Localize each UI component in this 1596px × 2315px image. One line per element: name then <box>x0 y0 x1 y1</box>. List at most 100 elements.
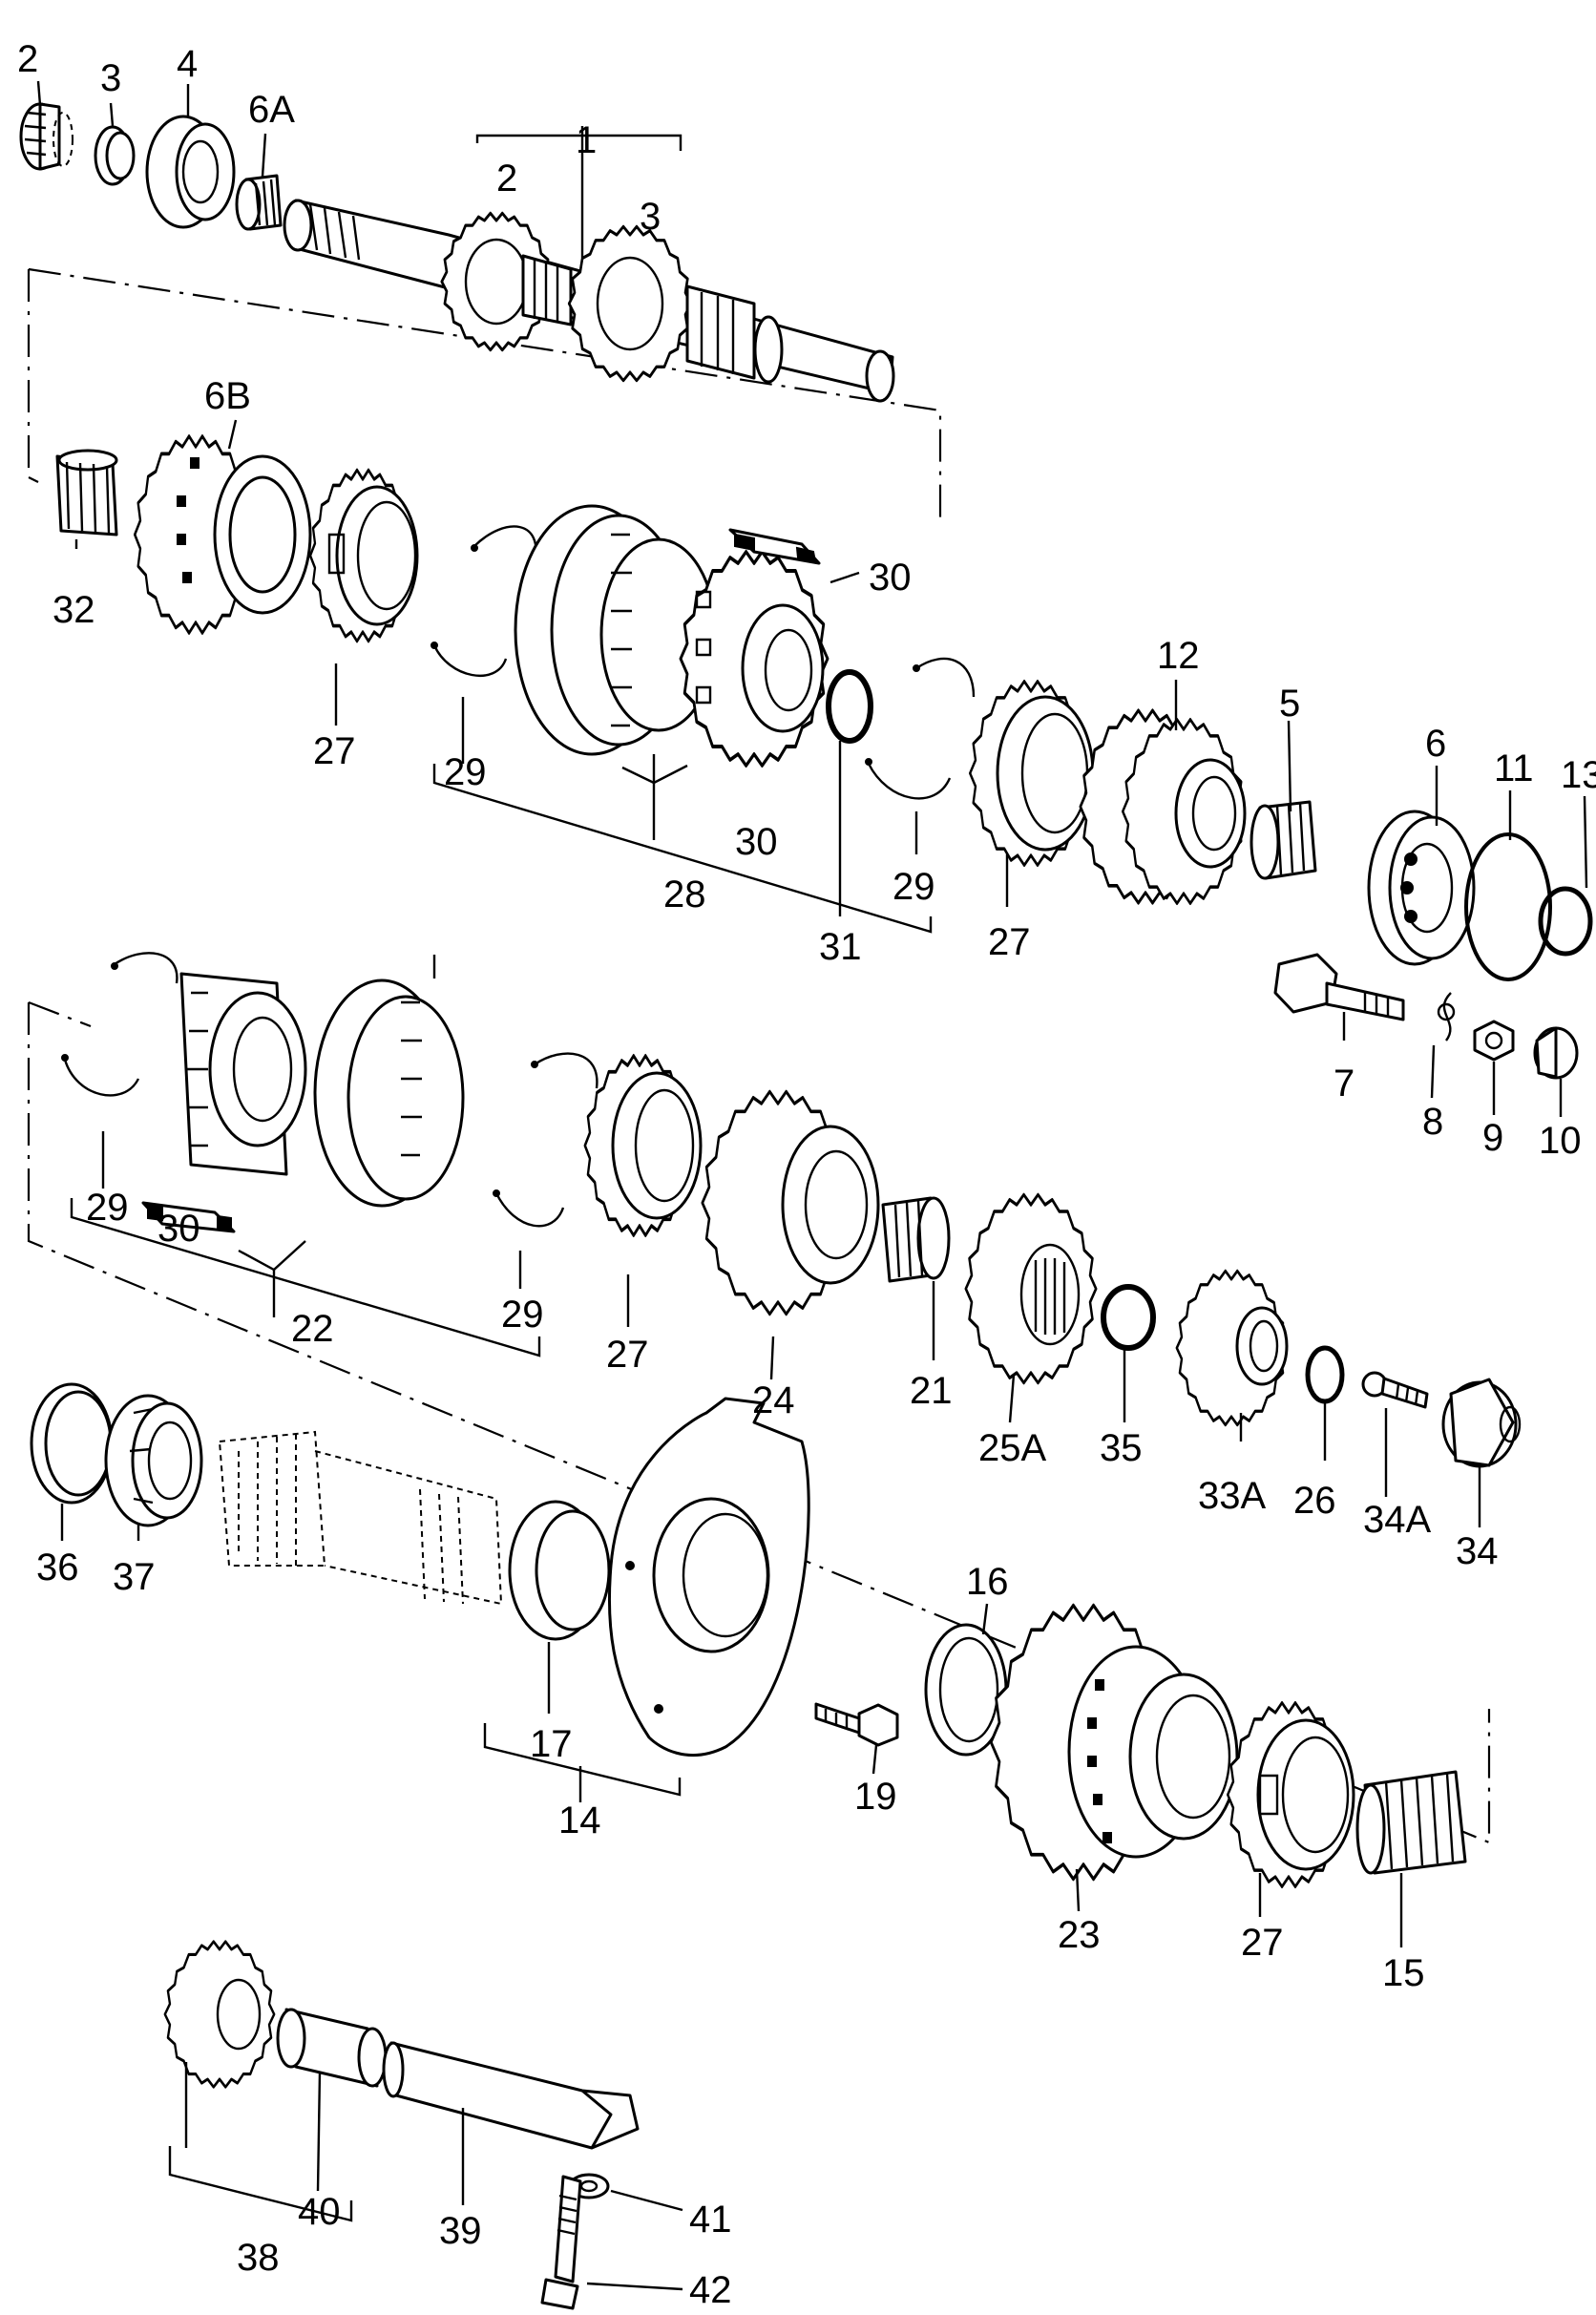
callout-label: 35 <box>1100 1427 1143 1469</box>
part-34-cap <box>1441 1378 1522 1468</box>
callout-label: 22 <box>291 1308 334 1350</box>
callout-label: 29 <box>86 1187 129 1229</box>
callout-label: 7 <box>1334 1063 1354 1105</box>
callout-label: 29 <box>501 1294 544 1336</box>
callout-label: 6B <box>204 375 251 417</box>
part-32-needle-bearing <box>55 449 118 537</box>
ghost-output-shaft <box>218 1430 503 1606</box>
part-21-needle-bearing <box>881 1196 951 1283</box>
callout-label: 1 <box>576 119 597 161</box>
part-3-ring <box>94 125 136 186</box>
callout-label: 21 <box>910 1370 953 1412</box>
callout-label: 16 <box>966 1561 1009 1603</box>
part-10-cap <box>1533 1026 1579 1080</box>
callout-label: 6A <box>248 89 295 131</box>
part-29-spring-d <box>493 1052 598 1228</box>
callout-label: 38 <box>237 2237 280 2279</box>
callout-label: 39 <box>439 2210 482 2252</box>
part-40-bushing <box>276 2008 388 2088</box>
callout-labels: 1 2 2 3 3 4 5 6 6A 6B 7 8 9 10 11 12 13 … <box>17 38 1596 2311</box>
part-28-synchro-hub-assembly <box>514 506 828 766</box>
callout-label: 19 <box>854 1776 897 1818</box>
callout-label: 17 <box>530 1723 573 1765</box>
callout-label: 26 <box>1293 1480 1336 1522</box>
part-29-spring-c <box>61 952 178 1097</box>
callout-label: 23 <box>1058 1914 1101 1956</box>
callout-label: 37 <box>113 1556 156 1598</box>
part-25a-gear <box>966 1194 1096 1382</box>
callout-label: 27 <box>1241 1922 1284 1964</box>
part-39-reverse-shaft <box>382 2041 640 2150</box>
part-30-key-top <box>728 528 821 565</box>
callout-label: 2 <box>17 38 38 80</box>
callout-label: 14 <box>558 1799 601 1841</box>
callout-label: 30 <box>869 557 912 599</box>
part-22-synchro-hub-assembly <box>179 972 465 1208</box>
part-4-seal <box>145 115 236 229</box>
leader-lines <box>36 80 1588 2291</box>
part-12-gear <box>1081 710 1245 903</box>
callout-label: 10 <box>1539 1120 1582 1162</box>
callout-label: 33A <box>1198 1475 1266 1517</box>
part-42-bolt <box>540 2175 582 2310</box>
callout-label: 24 <box>752 1379 795 1421</box>
part-33a-gear <box>1177 1271 1287 1424</box>
callout-label: 8 <box>1422 1101 1443 1143</box>
part-38-reverse-gear <box>165 1942 274 2087</box>
part-11-circlip <box>1464 832 1552 981</box>
callout-label: 31 <box>819 926 862 968</box>
part-29-spring-b <box>865 657 976 800</box>
callout-label: 11 <box>1494 747 1534 789</box>
part-6b-gear <box>135 436 312 633</box>
callout-label: 4 <box>177 43 198 85</box>
callout-label: 2 <box>496 158 517 200</box>
callout-label: 27 <box>606 1334 649 1376</box>
callout-label: 42 <box>689 2269 732 2311</box>
part-1-main-shaft <box>283 200 895 401</box>
part-37-roller-bearing <box>104 1394 203 1527</box>
part-24-gear <box>703 1092 878 1315</box>
callout-label: 3 <box>100 57 121 99</box>
part-35-snap-ring <box>1101 1284 1156 1351</box>
part-8-lock-wire <box>1437 992 1456 1042</box>
callout-label: 15 <box>1382 1952 1425 1994</box>
part-15-needle-bearing <box>1355 1770 1467 1875</box>
callout-label: 27 <box>313 730 356 772</box>
callout-label: 30 <box>158 1208 200 1250</box>
part-27-synchro-ring-2 <box>970 682 1093 866</box>
callout-label: 6 <box>1425 723 1446 765</box>
callout-label: 25A <box>978 1427 1046 1469</box>
part-17-bearing-race <box>508 1500 611 1641</box>
callout-label: 41 <box>689 2199 732 2241</box>
part-31-snap-ring <box>826 669 873 744</box>
callout-label: 36 <box>36 1547 79 1589</box>
part-23-gear <box>991 1606 1239 1880</box>
part-13-circlip <box>1538 886 1593 957</box>
part-9-nut <box>1473 1020 1515 1062</box>
part-2-small-gear <box>19 102 74 171</box>
part-6a-needle-bearing <box>235 174 283 231</box>
callout-label: 28 <box>663 873 706 915</box>
callout-label: 30 <box>735 821 778 863</box>
part-27-synchro-ring-1 <box>310 470 417 641</box>
callout-label: 29 <box>892 866 935 908</box>
callout-label: 12 <box>1157 635 1200 677</box>
callout-label: 9 <box>1482 1117 1503 1159</box>
part-30-key-bottom <box>141 1201 236 1233</box>
callout-label: 3 <box>640 196 661 238</box>
part-34a-bolt <box>1361 1371 1429 1409</box>
part-26-snap-ring <box>1305 1345 1345 1404</box>
part-27-synchro-ring-3 <box>585 1056 701 1235</box>
callout-label: 27 <box>988 921 1031 963</box>
callout-label: 29 <box>444 751 487 793</box>
part-6-ball-bearing <box>1367 810 1476 966</box>
part-19-bolt <box>814 1702 899 1747</box>
callout-label: 13 <box>1561 754 1596 796</box>
callout-label: 5 <box>1279 683 1300 725</box>
part-14-bearing-housing-plate <box>607 1397 810 1757</box>
callout-label: 34 <box>1456 1530 1499 1572</box>
part-36-ring <box>30 1382 114 1505</box>
callout-label: 32 <box>52 589 95 631</box>
part-27-synchro-ring-4 <box>1228 1703 1354 1887</box>
